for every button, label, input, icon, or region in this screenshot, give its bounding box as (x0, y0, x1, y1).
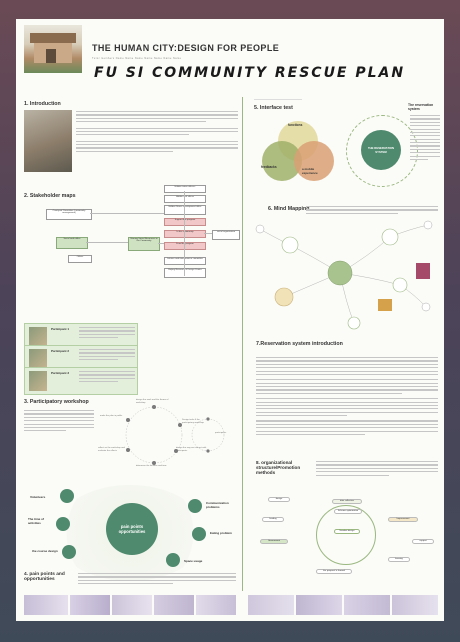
org-center-chip: Iterative design (334, 529, 360, 534)
section-introduction: 1. Introduction (24, 101, 61, 107)
org-chip: Improvement (388, 517, 418, 522)
functions-label: functions (288, 123, 303, 127)
poster-title: THE HUMAN CITY:DESIGN FOR PEOPLE (92, 43, 280, 53)
others-box: Others (68, 255, 92, 263)
mobile-label: a mobile experience (302, 167, 318, 175)
bottom-photo (70, 595, 110, 615)
workshop-label: design the way we interact with particip… (176, 447, 207, 452)
participant-photo (29, 327, 47, 347)
space-node (166, 553, 180, 567)
pain-label: Communication problems (206, 501, 229, 509)
mindmap-text (306, 206, 438, 216)
pain-label: The time of activities (28, 517, 45, 525)
reservation-system-center: THE RESERVATION SYSTEM (361, 130, 401, 170)
reservation-text (410, 115, 440, 162)
workshop-diagram (125, 405, 225, 465)
reservation-title: The reservation system (408, 103, 434, 111)
column-divider (242, 97, 243, 591)
pain-points-text (78, 573, 236, 587)
in-community-box: In this community (164, 230, 206, 238)
interface-venn-diagram (262, 121, 334, 181)
workshop-label: determine the location and time (136, 465, 167, 467)
eating-node (192, 527, 206, 541)
feedbacks-label: feedbacks (261, 165, 277, 169)
hidden-civil-box: Hidden civil offices (164, 195, 206, 203)
pain-label: Space usage (184, 559, 203, 563)
section-mind-mapping: 6. Mind Mapping (268, 206, 310, 212)
course-node (62, 545, 76, 559)
section-stakeholder-maps: 2. Stakeholder maps (24, 193, 76, 199)
volunteers-node (60, 489, 74, 503)
workshop-participants-label: participants (215, 432, 227, 434)
stakeholder-connector (86, 242, 128, 243)
pain-points-center: pain points opportunities (106, 503, 158, 555)
workshop-label: Design tools & the participatory worksho… (182, 419, 204, 424)
stakeholder-connector (90, 213, 164, 214)
hidden-intern-box: Hidden intern officers (164, 185, 206, 193)
bottom-photo (154, 595, 194, 615)
org-cycle-ring (316, 505, 376, 565)
team-names: Tutor members Name Name Name Name Name N… (92, 57, 182, 60)
org-chip: design (268, 497, 290, 502)
section-participatory-workshop: 3. Participatory workshop (24, 399, 89, 405)
fund-program-box: Fund the program (164, 242, 206, 250)
section-pain-points: 4. pain points and opportunities (24, 572, 65, 582)
time-node (56, 517, 70, 531)
hidden-stores-box: Hidden Stores development office (164, 205, 206, 215)
bottom-photo (344, 595, 390, 615)
reservation-intro-text (256, 357, 438, 437)
pain-label: the course design (32, 549, 58, 553)
social-work-box: Social work office (56, 237, 88, 249)
workshop-label: reflect on the workshop and evaluate the… (98, 447, 125, 452)
section-interface-test: 5. Interface test (254, 105, 293, 111)
participant-photo (29, 371, 47, 391)
workshop-label: make the plan in public (100, 415, 123, 417)
intro-text (76, 111, 238, 154)
project-title: FU SI COMMUNITY RESCUE PLAN (94, 65, 406, 81)
section-reservation-intro: 7.Reservation system introduction (256, 341, 343, 347)
org-chip: the proposal is formed (316, 569, 352, 574)
mind-map-diagram (255, 220, 433, 330)
participant-label: Participant 2 (51, 349, 70, 353)
org-chip: support (412, 539, 434, 544)
pain-label: Volunteers (30, 495, 46, 499)
intro-photo (24, 110, 72, 172)
participant-card-3: Participant 3 (24, 367, 138, 395)
org-text (316, 461, 438, 478)
support-program-box: Support this program (164, 218, 206, 226)
stakeholder-connector (184, 191, 185, 276)
bottom-photo (196, 595, 236, 615)
header-building-photo (24, 25, 82, 73)
communication-node (188, 499, 202, 513)
bottom-photo (248, 595, 294, 615)
workshop-label: design the work and the theme of worksho… (136, 399, 169, 404)
research-center-box: Beijing Research & Design Center (164, 268, 206, 278)
participant-label: Participant 1 (51, 327, 70, 331)
bottom-photo (24, 595, 68, 615)
interface-top-text (254, 99, 302, 102)
road-committee-box: Interior road maintenance committee (164, 257, 206, 265)
participant-photo (29, 349, 47, 369)
org-chip: learning (388, 557, 410, 562)
stakeholder-connector (158, 243, 164, 244)
pain-label: Eating problem (210, 531, 232, 535)
section-organizational: 8. organizational structure/Promotion me… (256, 460, 301, 475)
org-chip: Government (260, 539, 288, 544)
pain-points-title: pain points opportunities (118, 524, 146, 534)
stakeholder-connector (204, 233, 212, 234)
sharing-resources-box: Sharing Social Resources in the Communit… (128, 237, 160, 251)
org-chip: funding (262, 517, 284, 522)
poster: THE HUMAN CITY:DESIGN FOR PEOPLE Tutor m… (16, 19, 444, 621)
bottom-photo (392, 595, 438, 615)
org-chip: Scheme optimization (334, 509, 362, 514)
social-organization-box: social organization (212, 230, 240, 240)
workshop-text (24, 410, 94, 434)
bottom-photo (296, 595, 342, 615)
reservation-ring (346, 115, 418, 187)
participant-label: Participant 3 (51, 371, 70, 375)
courtyard-committee-box: Courtyard Committee (community managemen… (46, 209, 92, 220)
bottom-photo (112, 595, 152, 615)
reservation-system-label: THE RESERVATION SYSTEM (367, 146, 395, 154)
org-chip: data collection (332, 499, 362, 504)
